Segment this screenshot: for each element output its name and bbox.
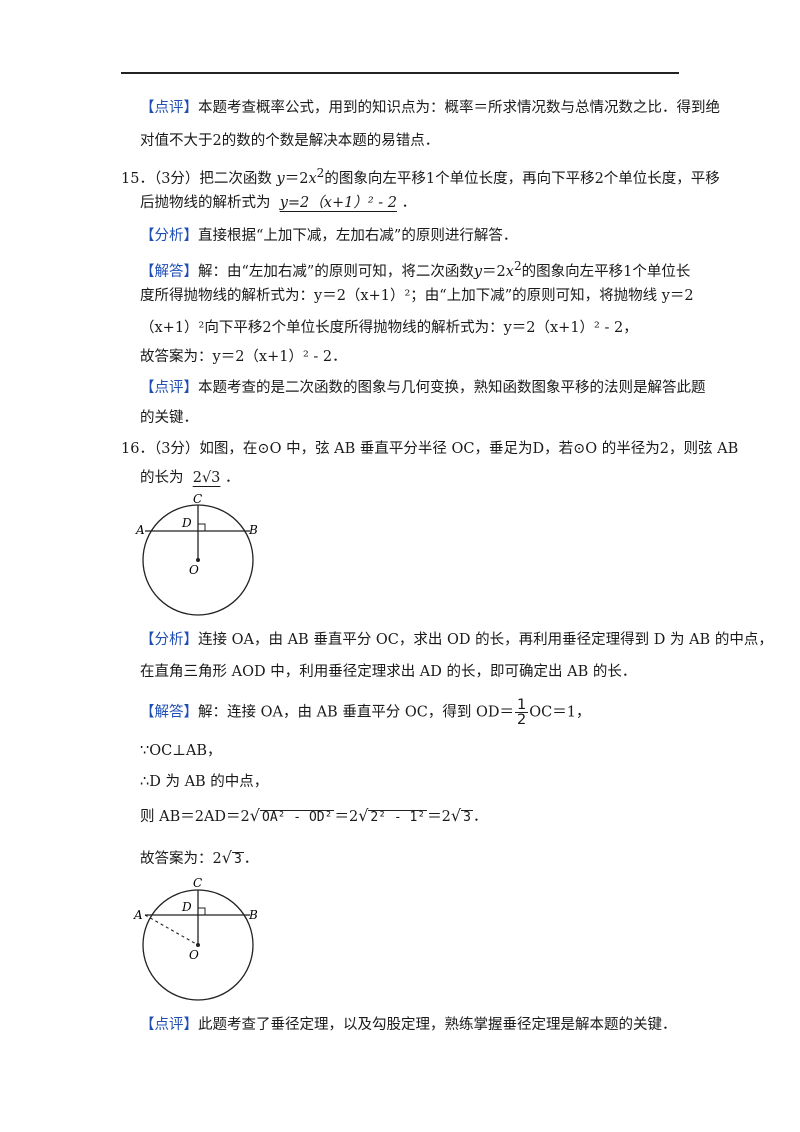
radical-2: 2² - 1² bbox=[368, 810, 428, 825]
q16-comment: 【点评】此题考查了垂径定理，以及勾股定理，熟练掌握垂径定理是解本题的关键． bbox=[140, 1017, 677, 1033]
label-b-2: B bbox=[248, 908, 258, 922]
label-b: B bbox=[248, 523, 258, 537]
q15-line1: 15．（3分）把二次函数 y＝2x2的图象向左平移1个单位长度，再向下平移2个单… bbox=[121, 166, 720, 187]
q15-solution-line3: （x+1）²向下平移2个单位长度所得抛物线的解析式为：y＝2（x+1）² - 2… bbox=[140, 320, 638, 336]
center-point bbox=[196, 558, 200, 562]
q15-line2: 后抛物线的解析式为 y=2（x+1）² - 2 ． bbox=[140, 195, 417, 211]
q16-solution-line3: ∴D 为 AB 的中点， bbox=[140, 774, 269, 790]
q15-solution-line1: 【解答】解：由“左加右减”的原则可知，将二次函数y＝2x2的图象向左平移1个单位… bbox=[140, 259, 691, 280]
label-a-2: A bbox=[133, 908, 143, 922]
label-d-2: D bbox=[181, 900, 192, 914]
segment-oa-dashed bbox=[144, 914, 199, 946]
circle-figure-2: C D A B O bbox=[133, 876, 258, 1001]
q16-answer: 2√3 bbox=[192, 470, 221, 486]
q16-line2: 的长为 2√3 ． bbox=[140, 470, 240, 486]
q16-line1: 16．（3分）如图，在⊙O 中，弦 AB 垂直平分半径 OC，垂足为D，若⊙O … bbox=[121, 441, 739, 457]
radical-1: OA² - OD² bbox=[260, 810, 335, 825]
q15-solution-line4: 故答案为：y＝2（x+1）² - 2． bbox=[140, 349, 347, 365]
q16-analysis-line1: 【分析】连接 OA，由 AB 垂直平分 OC，求出 OD 的长，再利用垂径定理得… bbox=[140, 632, 773, 648]
q15-solution-line2: 度所得抛物线的解析式为：y＝2（x+1）²；由“上加下减”的原则可知，将抛物线 … bbox=[140, 288, 694, 304]
q16-solution-line5: 故答案为：2√3． bbox=[140, 848, 259, 867]
circle-figure-1: C D A B O bbox=[135, 492, 258, 616]
right-angle-mark-2 bbox=[197, 907, 206, 916]
q14-comment-line2: 对值不大于2的数的个数是解决本题的易错点． bbox=[140, 133, 440, 149]
q16-solution-line4: 则 AB＝2AD＝2√OA² - OD²＝2√2² - 1²＝2√3． bbox=[140, 806, 488, 825]
q16-solution-line2: ∵OC⊥AB， bbox=[140, 743, 222, 759]
q15-answer: y=2（x+1）² - 2 bbox=[279, 195, 397, 211]
label-a: A bbox=[135, 523, 145, 537]
label-o-2: O bbox=[189, 948, 199, 962]
header-rule bbox=[121, 72, 679, 74]
label-d: D bbox=[181, 516, 192, 530]
q15-analysis: 【分析】直接根据“上加下减，左加右减”的原则进行解答． bbox=[140, 228, 518, 244]
radical-3: 3 bbox=[461, 810, 473, 825]
label-c: C bbox=[193, 492, 202, 506]
q16-analysis-line2: 在直角三角形 AOD 中，利用垂径定理求出 AD 的长，即可确定出 AB 的长． bbox=[140, 664, 637, 680]
q14-comment-line1: 【点评】本题考查概率公式，用到的知识点为：概率＝所求情况数与总情况数之比．得到绝 bbox=[140, 100, 720, 116]
label-c-2: C bbox=[193, 876, 202, 890]
q15-comment-line1: 【点评】本题考查的是二次函数的图象与几何变换，熟知函数图象平移的法则是解答此题 bbox=[140, 380, 706, 396]
label-o: O bbox=[189, 563, 199, 577]
center-point-2 bbox=[196, 943, 200, 947]
right-angle-mark bbox=[197, 523, 206, 532]
q15-comment-line2: 的关键． bbox=[140, 410, 198, 426]
radical-4: 3 bbox=[231, 852, 244, 867]
